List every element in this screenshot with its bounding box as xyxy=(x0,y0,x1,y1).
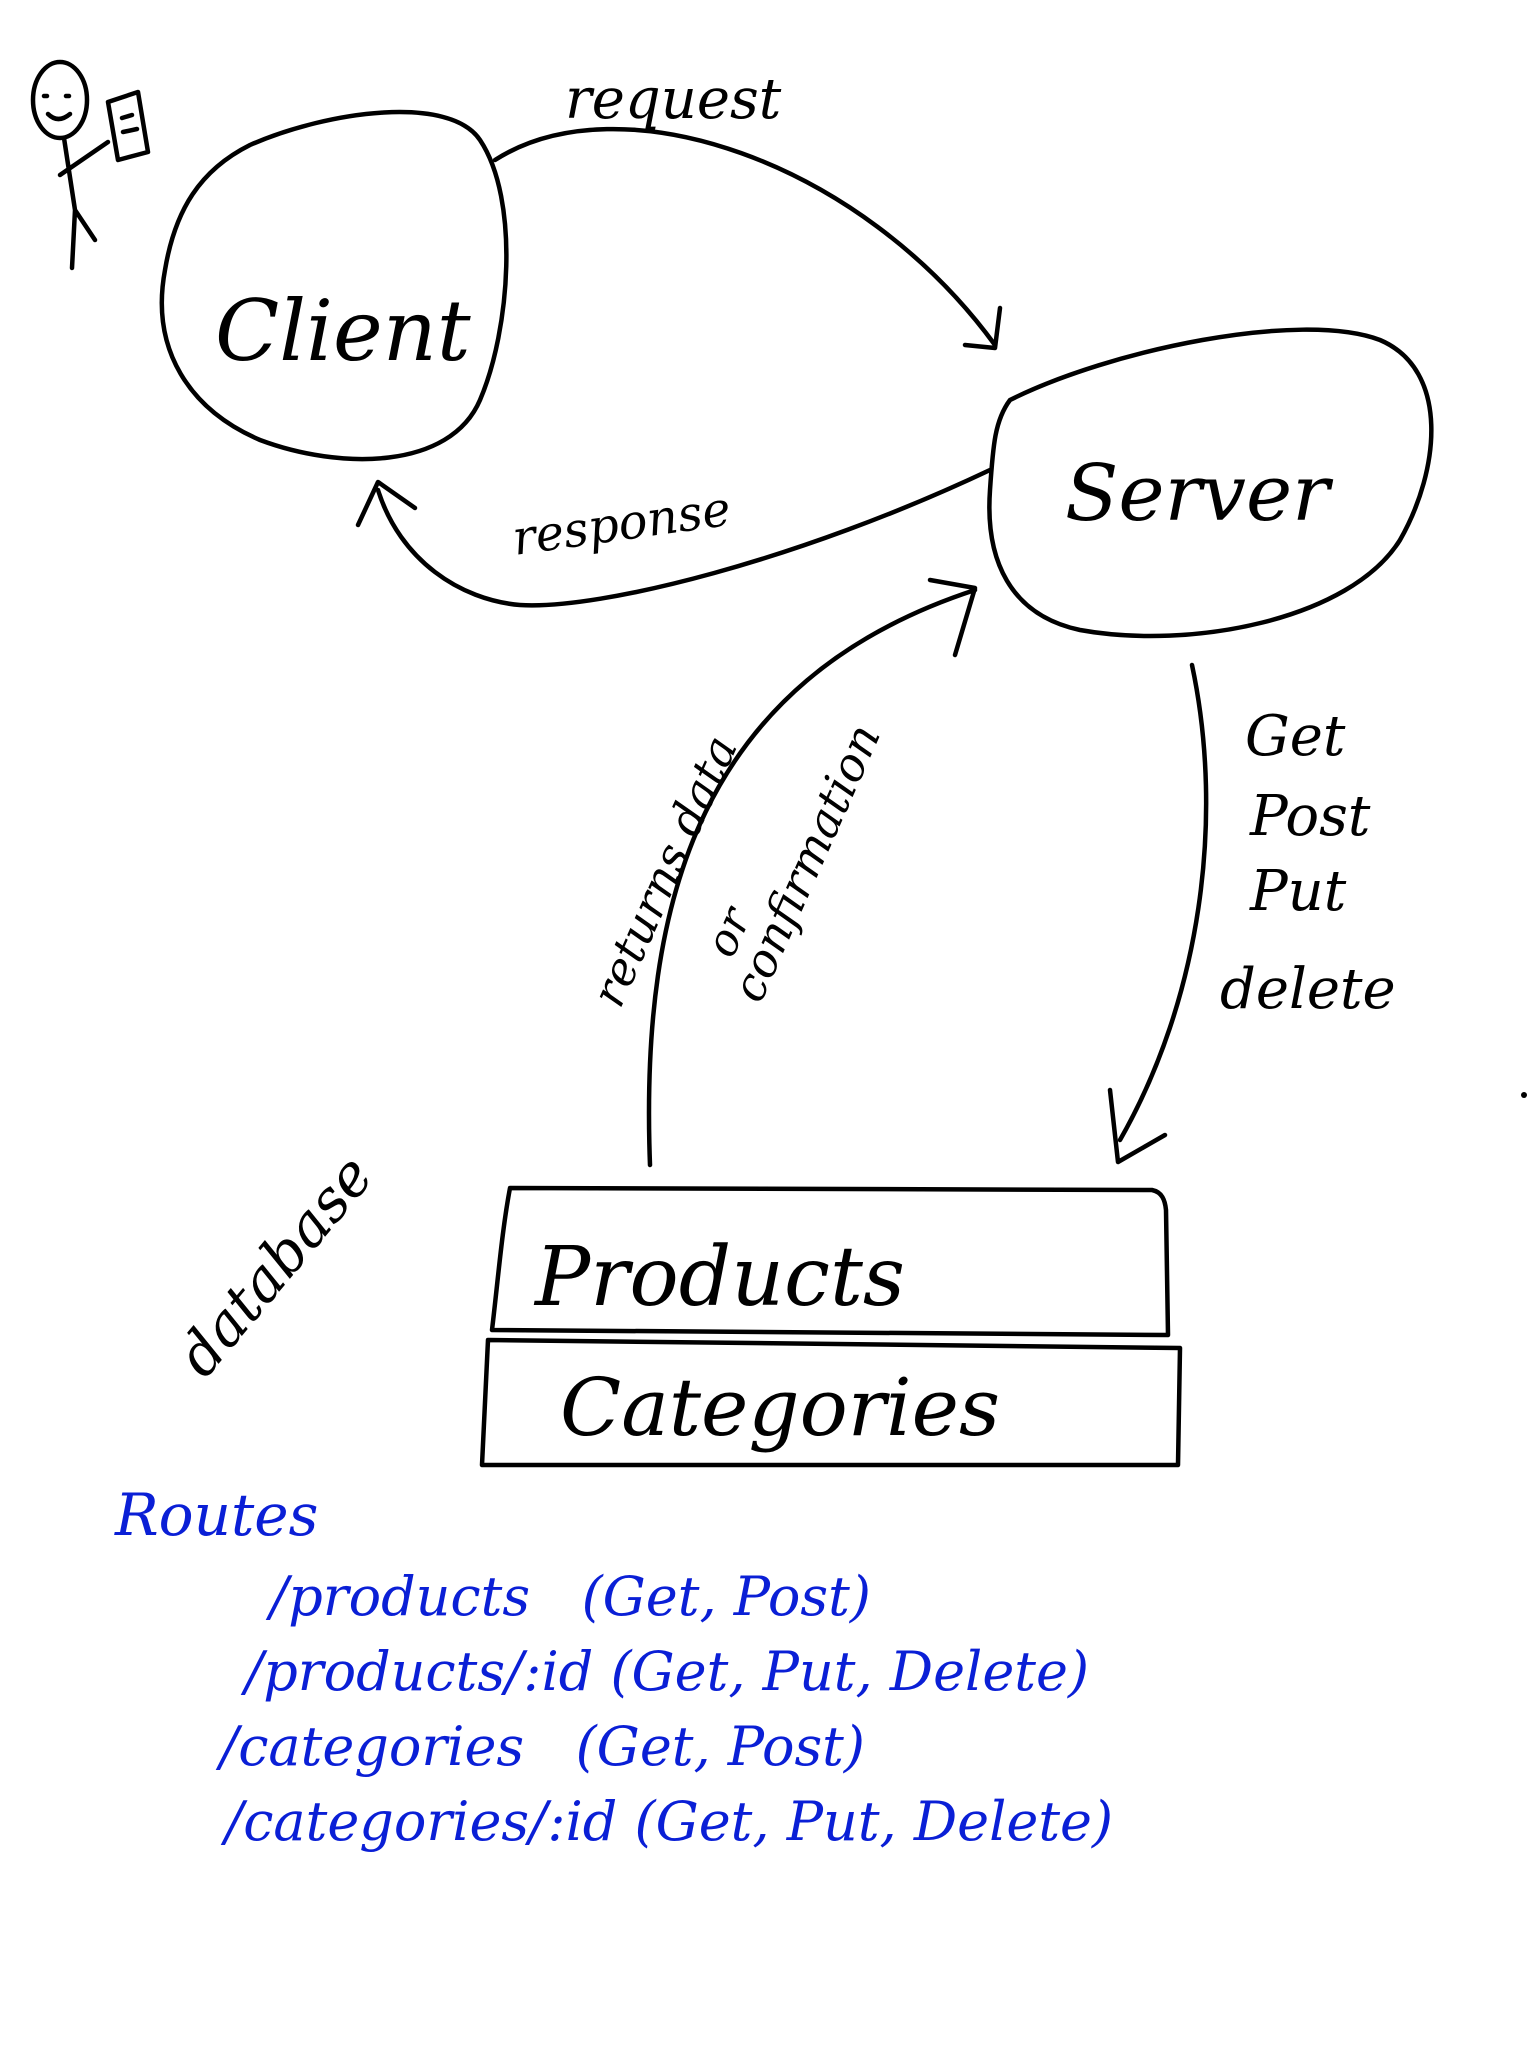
products-table-label: Products xyxy=(533,1230,905,1325)
request-arrow xyxy=(492,126,998,348)
user-stick-figure-icon xyxy=(30,59,151,271)
route-products: /products (Get, Post) xyxy=(265,1565,871,1628)
returns-arrow xyxy=(646,587,978,1168)
method-put: Put xyxy=(1249,859,1347,924)
request-label: request xyxy=(565,67,782,132)
client-node xyxy=(159,109,509,462)
database-label: database xyxy=(164,1142,387,1389)
client-label: Client xyxy=(215,282,471,380)
products-table xyxy=(489,1185,1171,1338)
server-label: Server xyxy=(1065,449,1334,539)
method-post: Post xyxy=(1249,784,1371,849)
returns-label-line3: confirmation xyxy=(721,716,891,1010)
server-node xyxy=(987,327,1434,639)
route-products-id: /products/:id (Get, Put, Delete) xyxy=(240,1640,1089,1703)
response-arrowhead-icon xyxy=(355,479,418,528)
route-categories-id: /categories/:id (Get, Put, Delete) xyxy=(220,1790,1113,1853)
response-arrow xyxy=(375,467,993,608)
stray-dot xyxy=(1521,1092,1527,1098)
routes-title: Routes xyxy=(114,1481,318,1549)
method-delete: delete xyxy=(1220,957,1396,1022)
method-get: Get xyxy=(1245,704,1346,769)
routes-section: Routes /products (Get, Post) /products/:… xyxy=(114,1481,1113,1853)
methods-list: Get Post Put delete xyxy=(1220,704,1396,1022)
response-label: response xyxy=(509,481,734,567)
methods-arrow xyxy=(1117,662,1209,1143)
returns-arrowhead-icon xyxy=(927,577,978,658)
categories-table xyxy=(479,1337,1183,1468)
returns-label-line1: returns data xyxy=(581,728,748,1015)
categories-table-label: Categories xyxy=(560,1361,1000,1454)
route-categories: /categories (Get, Post) xyxy=(215,1715,865,1778)
request-arrowhead-icon xyxy=(962,305,1003,351)
methods-arrowhead-icon xyxy=(1107,1087,1168,1165)
